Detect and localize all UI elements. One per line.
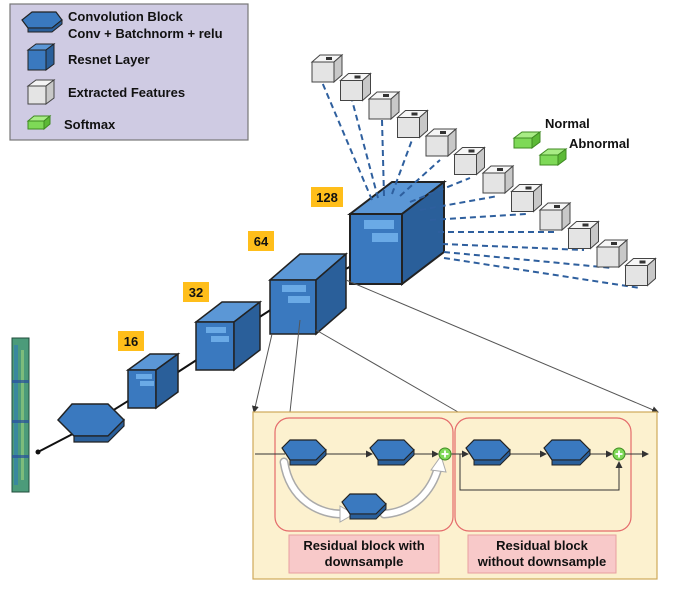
resnet-cube-16: [125, 352, 181, 410]
softmax-normal-icon: [512, 131, 542, 149]
layer-label-32: 32: [183, 282, 209, 302]
label-block-with-downsample: Residual block with downsample: [288, 534, 440, 574]
label-block-without-downsample-line1: Residual block: [496, 538, 589, 553]
add-node-1: [438, 447, 452, 461]
input-point: [35, 449, 41, 455]
label-block-with-downsample-line1: Residual block with: [303, 538, 424, 553]
label-block-without-downsample: Residual block without downsample: [467, 534, 617, 574]
feature-cube: [624, 257, 657, 287]
legend-features-label: Extracted Features: [68, 85, 185, 100]
layer-label-128-text: 128: [316, 190, 338, 205]
feature-cube: [538, 201, 572, 232]
feature-cube: [595, 238, 629, 269]
feature-cubes: [310, 53, 657, 287]
feature-cube: [339, 72, 372, 102]
feature-cube: [510, 183, 543, 213]
detail-conv-2: [369, 439, 415, 466]
resnet-layer-icon: [26, 43, 56, 71]
legend: Convolution Block Conv + Batchnorm + rel…: [9, 3, 249, 141]
layer-label-16-text: 16: [124, 334, 138, 349]
feature-cube: [424, 127, 458, 158]
feature-cube: [367, 90, 401, 121]
block-without-downsample-outline: [454, 417, 632, 532]
resnet-cube-32: [193, 300, 263, 372]
softmax-icon: [26, 114, 52, 131]
add-node-2: [612, 447, 626, 461]
legend-conv-line2: Conv + Batchnorm + relu: [68, 26, 223, 41]
softmax-abnormal-icon: [538, 148, 568, 166]
legend-softmax-label: Softmax: [64, 117, 116, 132]
detail-flow-lines: [255, 450, 649, 491]
conv-block-icon: [21, 11, 63, 33]
label-block-without-downsample-line2: without downsample: [477, 554, 607, 569]
layer-label-32-text: 32: [189, 285, 203, 300]
feature-cube: [310, 53, 344, 84]
output-abnormal-label: Abnormal: [569, 136, 630, 151]
block-with-downsample-outline: [274, 417, 454, 532]
detail-conv-1: [281, 439, 327, 466]
legend-conv-line1: Convolution Block: [68, 9, 184, 24]
input-spectrogram: [11, 337, 30, 493]
stem-conv-block: [56, 403, 126, 443]
feature-cube: [567, 220, 600, 250]
feature-connections: [321, 81, 641, 289]
legend-resnet-label: Resnet Layer: [68, 52, 150, 67]
detail-conv-downsample: [341, 493, 387, 520]
resnet-cube-64: [267, 252, 349, 336]
layer-label-64: 64: [248, 231, 274, 251]
label-block-with-downsample-line2: downsample: [325, 554, 404, 569]
detail-conv-3: [465, 439, 511, 466]
feature-cube: [396, 109, 429, 139]
extracted-features-icon: [26, 79, 56, 105]
layer-label-64-text: 64: [254, 234, 269, 249]
detail-panel: Residual block with downsample Residual …: [252, 411, 658, 580]
feature-cube: [481, 164, 515, 195]
layer-label-16: 16: [118, 331, 144, 351]
zoom-lines: [251, 279, 659, 413]
layer-label-128: 128: [311, 187, 343, 207]
resnet-cube-128: [347, 179, 447, 287]
output-normal-label: Normal: [545, 116, 590, 131]
feature-cube: [453, 146, 486, 176]
detail-conv-4: [543, 439, 591, 466]
